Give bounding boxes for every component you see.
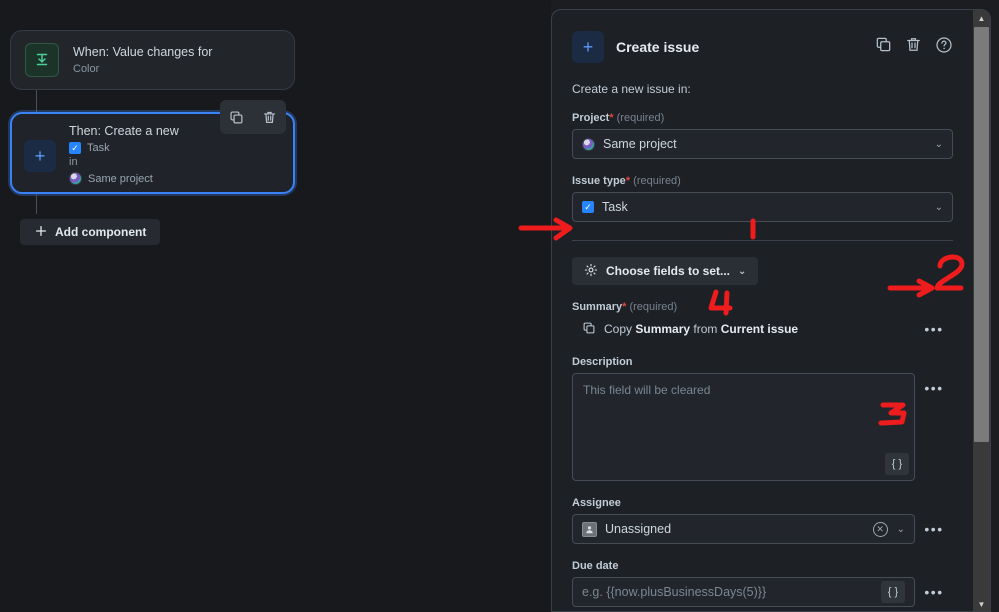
action-connector-word: in [69,156,78,168]
trash-icon[interactable] [262,110,277,125]
smart-values-button[interactable]: { } [881,581,905,603]
add-component-button[interactable]: Add component [20,219,161,245]
add-component-label: Add component [55,225,147,239]
panel-actions [875,36,953,59]
choose-fields-button[interactable]: Choose fields to set... ⌄ [572,257,759,285]
user-avatar-icon [582,521,597,537]
issue-type-select[interactable]: ✓ Task ⌄ [572,192,953,222]
action-project-row: Same project [69,172,285,185]
more-options-icon[interactable]: ••• [924,380,944,396]
due-date-label: Due date [572,560,619,572]
copy-icon [582,321,596,338]
more-options-icon[interactable]: ••• [924,584,944,600]
trigger-subtitle: Color [73,62,100,75]
action-project: Same project [88,172,153,185]
help-icon[interactable] [935,36,953,59]
project-avatar-icon [582,137,595,151]
trigger-title: When: Value changes for [73,44,213,59]
copy-icon[interactable] [229,110,244,125]
chevron-down-icon: ⌄ [896,523,905,535]
trigger-node[interactable]: When: Value changes for Color [10,30,295,90]
task-type-icon: ✓ [69,142,81,154]
create-issue-panel: + Create issue [551,9,991,612]
panel-scrollbar[interactable]: ▲ ▼ [973,10,990,611]
description-input[interactable]: This field will be cleared { } [572,373,915,481]
chevron-down-icon: ⌄ [738,265,747,277]
project-avatar-icon [69,172,82,185]
panel-header: + Create issue [572,31,953,63]
summary-copy-text: Copy Summary from Current issue [604,322,799,336]
node-toolbar[interactable] [220,100,286,134]
assignee-label: Assignee [572,497,621,509]
project-label: Project* (required) [572,112,665,124]
trash-icon[interactable] [905,36,922,58]
action-issue-type-row: ✓ Task [69,142,285,154]
plus-icon: + [24,140,56,172]
connector-line [36,194,37,214]
project-value: Same project [603,137,677,151]
assignee-value: Unassigned [605,522,672,536]
scrollbar-thumb[interactable] [974,27,989,442]
issue-type-value: Task [602,200,628,214]
summary-label: Summary* (required) [572,301,678,313]
task-type-icon: ✓ [582,201,594,213]
assignee-row: Unassigned ✕ ⌄ ••• [572,514,953,544]
chevron-down-icon: ⌄ [934,201,943,213]
panel-intro: Create a new issue in: [572,82,691,96]
smart-values-button[interactable]: { } [885,453,909,475]
plus-icon: + [572,31,604,63]
assignee-select[interactable]: Unassigned ✕ ⌄ [572,514,915,544]
value-changes-icon [25,43,59,77]
scroll-up-icon[interactable]: ▲ [977,14,986,23]
choose-fields-label: Choose fields to set... [606,264,731,278]
action-issue-type: Task [87,142,110,154]
connector-line [36,90,37,112]
copy-icon[interactable] [875,36,892,58]
chevron-down-icon: ⌄ [934,138,943,150]
plus-icon [34,224,48,241]
project-select[interactable]: Same project ⌄ [572,129,953,159]
gear-icon [584,263,598,280]
description-label: Description [572,356,633,368]
more-options-icon[interactable]: ••• [924,321,944,337]
issue-type-label: Issue type* (required) [572,175,681,187]
action-title: Then: Create a new [69,124,179,138]
more-options-icon[interactable]: ••• [924,521,944,537]
clear-icon[interactable]: ✕ [872,521,888,537]
due-date-input[interactable]: e.g. {{now.plusBusinessDays(5)}} { } [572,577,915,607]
due-date-placeholder: e.g. {{now.plusBusinessDays(5)}} [582,585,767,599]
description-placeholder: This field will be cleared [583,383,711,397]
automation-canvas: When: Value changes for Color + Then: Cr… [10,30,295,245]
due-date-row: e.g. {{now.plusBusinessDays(5)}} { } ••• [572,577,953,607]
section-divider [572,240,953,241]
scroll-down-icon[interactable]: ▼ [977,600,986,609]
summary-copy-value: Copy Summary from Current issue [582,318,915,340]
summary-row: Copy Summary from Current issue ••• [572,318,953,340]
page-title: Create issue [616,39,700,55]
description-row: This field will be cleared { } ••• [572,373,953,481]
